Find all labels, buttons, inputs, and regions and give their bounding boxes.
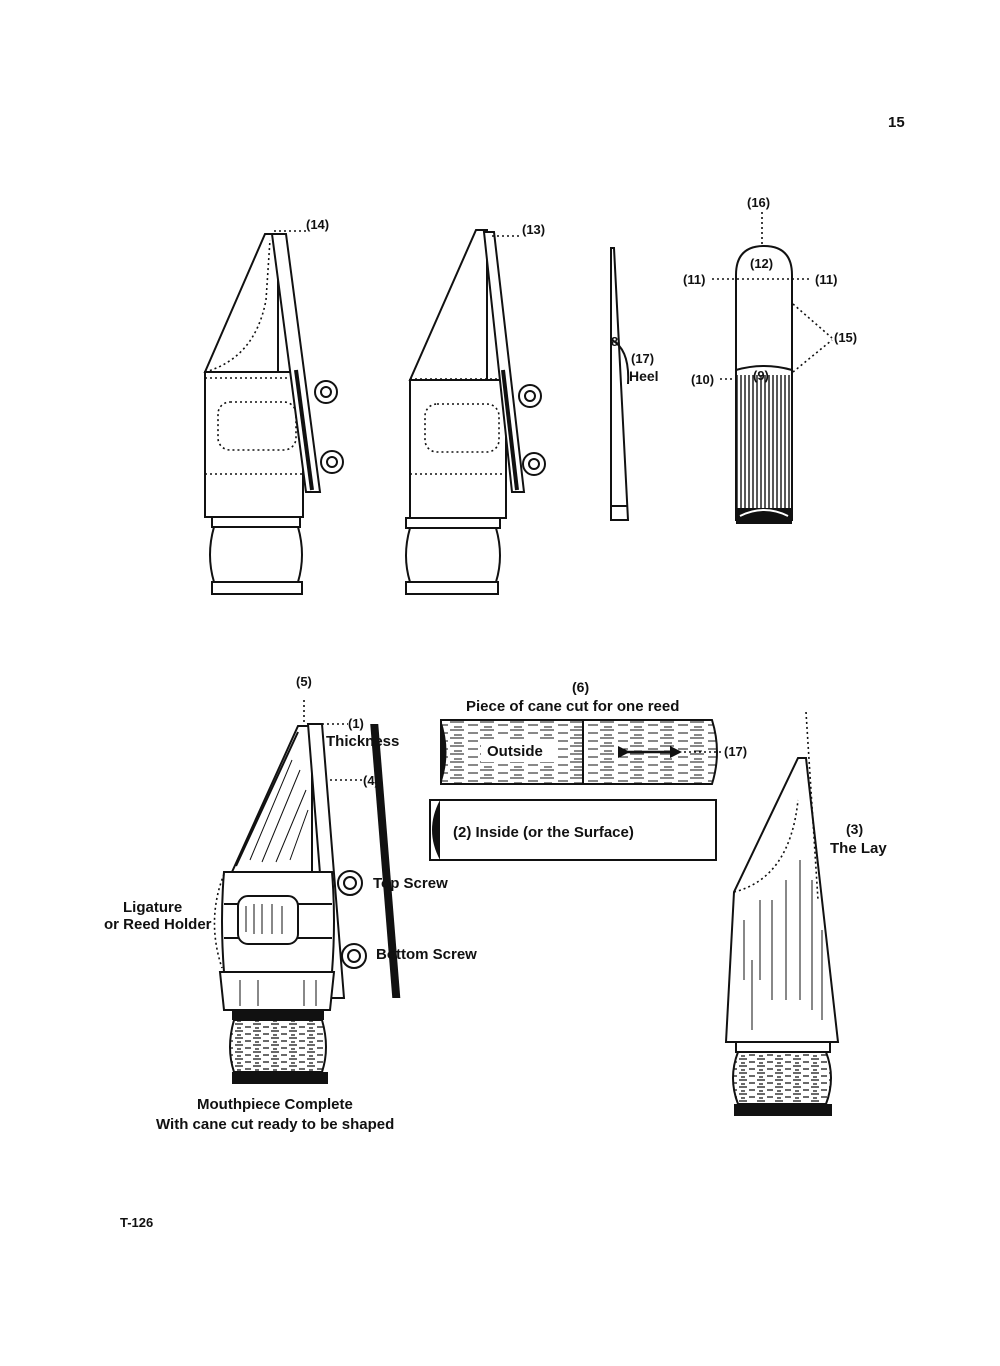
mouthpiece-side-view-1: (14) — [203, 217, 344, 595]
mouthpiece-facing-curve — [204, 239, 271, 373]
inside-label: (2) Inside (or the Surface) — [453, 824, 634, 841]
cane-title: Piece of cane cut for one reed — [466, 698, 679, 715]
cane-outside-view — [440, 719, 718, 785]
top-screw-icon — [518, 384, 542, 408]
reed-heel-bark — [736, 375, 792, 520]
callout-12: (12) — [750, 256, 773, 271]
callout-3: (3) — [846, 821, 863, 837]
lay-label: The Lay — [830, 840, 887, 857]
mouthpiece-body — [409, 379, 507, 519]
reed-profile — [482, 231, 526, 493]
callout-15: (15) — [834, 330, 857, 345]
mouthpiece-body — [724, 757, 840, 1043]
heel-label: Heel — [629, 368, 659, 384]
thickness-label: Thickness — [326, 733, 399, 750]
bottom-screw-icon — [522, 452, 546, 476]
mouthpiece-side-view-2: (13) — [405, 222, 546, 595]
top-screw-icon — [314, 380, 338, 404]
callout-6: (6) — [572, 679, 589, 695]
reed-profile — [270, 233, 322, 493]
outside-label: Outside — [487, 743, 543, 760]
cane-piece-diagram: (6) Piece of cane cut for one reed Outsi… — [429, 679, 747, 861]
ligature-label-line2: or Reed Holder — [104, 916, 212, 933]
reed-side-view: 8 (17) Heel — [610, 247, 659, 521]
mouthpiece-beak — [203, 233, 279, 373]
callout-17: (17) — [631, 351, 654, 366]
callout-4: (4) — [363, 773, 379, 788]
reed-mark: 8 — [611, 334, 618, 349]
bottom-screw-icon — [320, 450, 344, 474]
window-outline — [424, 403, 500, 453]
cork-tenon — [405, 527, 501, 583]
page-number: 15 — [888, 114, 905, 131]
cane-inside-view — [429, 799, 717, 861]
callout-14: (14) — [306, 217, 329, 232]
callout-13: (13) — [522, 222, 545, 237]
mouthpiece-beak — [408, 229, 488, 381]
callout-16: (16) — [747, 195, 770, 210]
ligature-label-line1: Ligature — [123, 899, 182, 916]
grain-arrow-icon — [618, 746, 682, 758]
cork-tenon — [229, 1019, 327, 1073]
bottom-screw-label: Bottom Screw — [376, 946, 477, 963]
callout-5: (5) — [296, 674, 312, 689]
callout-10: (10) — [691, 372, 714, 387]
reed-front-view: (16) (12) (11) (11) (15) (10) (9) — [683, 195, 857, 524]
callout-11-right: (11) — [815, 272, 837, 287]
top-screw-label: Top Screw — [373, 875, 448, 892]
window-outline — [217, 401, 297, 451]
reed-side-outline — [610, 247, 630, 521]
callout-17-cane: (17) — [724, 744, 747, 759]
cork-tenon — [209, 526, 303, 583]
mouthpiece-complete: (5) (1) Thickness (4) Ligature or Reed H… — [104, 674, 477, 1133]
lay-line — [805, 711, 819, 901]
top-screw-icon — [337, 870, 363, 896]
mouthpiece-window — [237, 895, 299, 945]
caption-line2: With cane cut ready to be shaped — [156, 1116, 394, 1133]
footer-code: T-126 — [120, 1215, 153, 1230]
mouthpiece-body — [218, 971, 336, 1011]
callout-1: (1) — [348, 716, 364, 731]
cork-tenon — [732, 1051, 832, 1105]
callout-11-left: (11) — [683, 272, 705, 287]
bottom-screw-icon — [341, 943, 367, 969]
callout-9: (9) — [753, 368, 769, 383]
caption-line1: Mouthpiece Complete — [197, 1096, 353, 1113]
mouthpiece-lay-view: (3) The Lay — [724, 711, 887, 1116]
